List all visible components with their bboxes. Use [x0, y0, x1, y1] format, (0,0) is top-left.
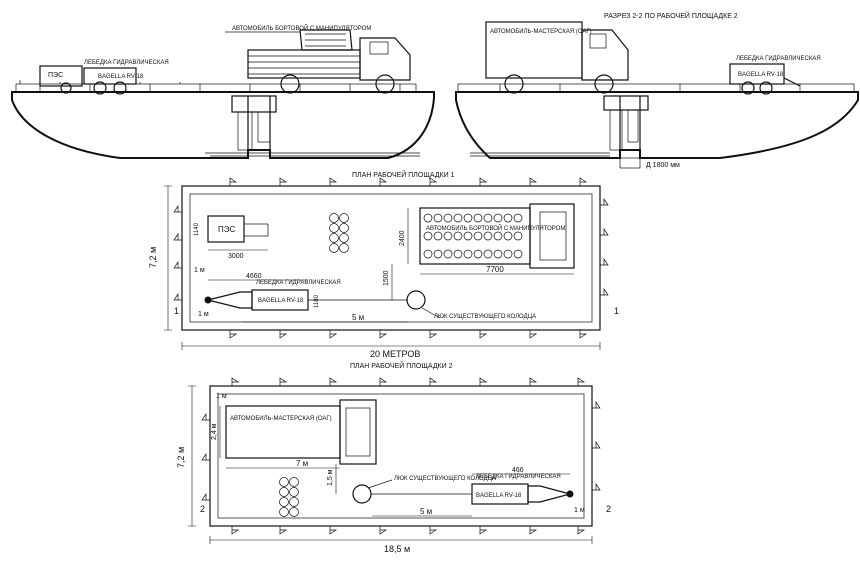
bagella-label-right: BAGELLA RV-18 [738, 72, 784, 78]
winch-label-right: ЛЕБЕДКА ГИДРАВЛИЧЕСКАЯ [736, 56, 821, 62]
plan1-pes-dim-w: 3000 [228, 253, 244, 260]
section-left: ПЭС ЛЕБЕДКА ГИДРАВЛИЧЕСКАЯ BAGELLA RV-18… [11, 24, 435, 159]
depth-label: Д 1800 мм [646, 162, 680, 169]
plan2-pipe-stack [279, 477, 299, 517]
plan1-dim-5m: 5 м [352, 313, 364, 322]
plan1-well-label: ЛЮК СУЩЕСТВУЮЩЕГО КОЛОДЦА [434, 314, 536, 320]
plan1-winch: ЛЕБЕДКА ГИДРАВЛИЧЕСКАЯ BAGELLA RV-18 466… [204, 273, 408, 311]
plan2-dim-1m-right: 1 м [574, 507, 585, 514]
plan1-side-1-right: 1 [614, 306, 619, 316]
plan1-well: ЛЮК СУЩЕСТВУЮЩЕГО КОЛОДЦА [406, 290, 536, 320]
plan1-height-label: 7,2 м [148, 247, 158, 268]
plan1-side-1-left: 1 [174, 306, 179, 316]
plan2-winch: ЛЕБЕДКА ГИДРАВЛИЧЕСКАЯ BAGELLA RV-18 466… [471, 467, 585, 514]
section-title: РАЗРЕЗ 2-2 ПО РАБОЧЕЙ ПЛОЩАДКЕ 2 [604, 11, 738, 20]
section-right: Д 1800 мм РАЗРЕЗ 2-2 ПО РАБОЧЕЙ ПЛОЩАДКЕ… [455, 11, 859, 169]
plan1-truck-label: АВТОМОБИЛЬ БОРТОВОЙ С МАНИПУЛЯТОРОМ [426, 224, 565, 232]
winch-trailer: ЛЕБЕДКА ГИДРАВЛИЧЕСКАЯ BAGELLA RV-18 [83, 60, 169, 95]
plan-2: ПЛАН РАБОЧЕЙ ПЛОЩАДКИ 2 7,2 м 18,5 м АВТ… [176, 361, 611, 554]
workshop-truck: АВТОМОБИЛЬ-МАСТЕРСКАЯ (ОАГ) [485, 21, 629, 94]
pes-generator: ПЭС [39, 65, 83, 94]
plan2-width-label: 18,5 м [384, 544, 410, 554]
plan1-pipe-stack [329, 213, 349, 253]
plan1-dim-1m-a: 1 м [194, 267, 205, 274]
truck-with-crane: АВТОМОБИЛЬ БОРТОВОЙ С МАНИПУЛЯТОРОМ [225, 24, 411, 94]
plan2-dim-5m: 5 м [420, 507, 432, 516]
plan1-pes: ПЭС 1140 3000 [194, 215, 269, 260]
plan1-truck-dim-h: 2400 [399, 230, 406, 246]
plan1-winch-dim-w: 4660 [246, 273, 262, 280]
plan1-truck: АВТОМОБИЛЬ БОРТОВОЙ С МАНИПУЛЯТОРОМ 2400… [383, 203, 575, 300]
plan1-truck-dim-w: 7700 [486, 265, 504, 274]
plan1-winch-dim-h: 1180 [314, 294, 320, 308]
plan2-title: ПЛАН РАБОЧЕЙ ПЛОЩАДКИ 2 [350, 361, 453, 370]
plan1-bagella-label: BAGELLA RV-18 [258, 298, 304, 304]
plan2-workshop-truck: АВТОМОБИЛЬ-МАСТЕРСКАЯ (ОАГ) 1 м 2,4 м 7 … [211, 393, 377, 494]
workshop-label: АВТОМОБИЛЬ-МАСТЕРСКАЯ (ОАГ) [490, 29, 592, 35]
plan1-dim-1500: 1500 [383, 270, 390, 286]
plan2-dim-15m: 1,5 м [327, 469, 334, 486]
plan1-pes-dim-h: 1140 [194, 222, 200, 236]
plan2-dim-7m: 7 м [296, 459, 308, 468]
plan2-dim-24m: 2,4 м [211, 423, 218, 440]
truck-label: АВТОМОБИЛЬ БОРТОВОЙ С МАНИПУЛЯТОРОМ [232, 24, 371, 32]
plan2-winch-label: ЛЕБЕДКА ГИДРАВЛИЧЕСКАЯ [476, 474, 561, 480]
pes-label: ПЭС [48, 72, 63, 79]
plan1-fence-markers [173, 177, 609, 339]
bagella-label: BAGELLA RV-18 [98, 74, 144, 80]
plan2-workshop-label: АВТОМОБИЛЬ-МАСТЕРСКАЯ (ОАГ) [230, 416, 332, 422]
plan1-width-label: 20 МЕТРОВ [370, 349, 420, 359]
plan2-well-label: ЛЮК СУЩЕСТВУЮЩЕГО КОЛОДЦА [394, 476, 496, 482]
winch-label: ЛЕБЕДКА ГИДРАВЛИЧЕСКАЯ [84, 60, 169, 66]
plan2-fence-markers [201, 377, 601, 535]
plan1-title: ПЛАН РАБОЧЕЙ ПЛОЩАДКИ 1 [352, 170, 455, 179]
plan2-dim-1m-top: 1 м [216, 393, 227, 400]
plan1-winch-label: ЛЕБЕДКА ГИДРАВЛИЧЕСКАЯ [256, 280, 341, 286]
plan2-bagella-label: BAGELLA RV-18 [476, 493, 522, 499]
plan2-side-2-right: 2 [606, 504, 611, 514]
plan-1: ПЛАН РАБОЧЕЙ ПЛОЩАДКИ 1 7,2 м 20 МЕТРОВ … [148, 170, 619, 359]
plan1-dim-1m-b: 1 м [198, 311, 209, 318]
plan2-well: ЛЮК СУЩЕСТВУЮЩЕГО КОЛОДЦА [352, 476, 496, 504]
winch-trailer-right: ЛЕБЕДКА ГИДРАВЛИЧЕСКАЯ BAGELLA RV-18 [729, 56, 821, 95]
plan1-pes-label: ПЭС [218, 225, 236, 234]
plan2-winch-dim: 466 [512, 467, 524, 474]
plan2-height-label: 7,2 м [176, 447, 186, 468]
plan2-side-2-left: 2 [200, 504, 205, 514]
